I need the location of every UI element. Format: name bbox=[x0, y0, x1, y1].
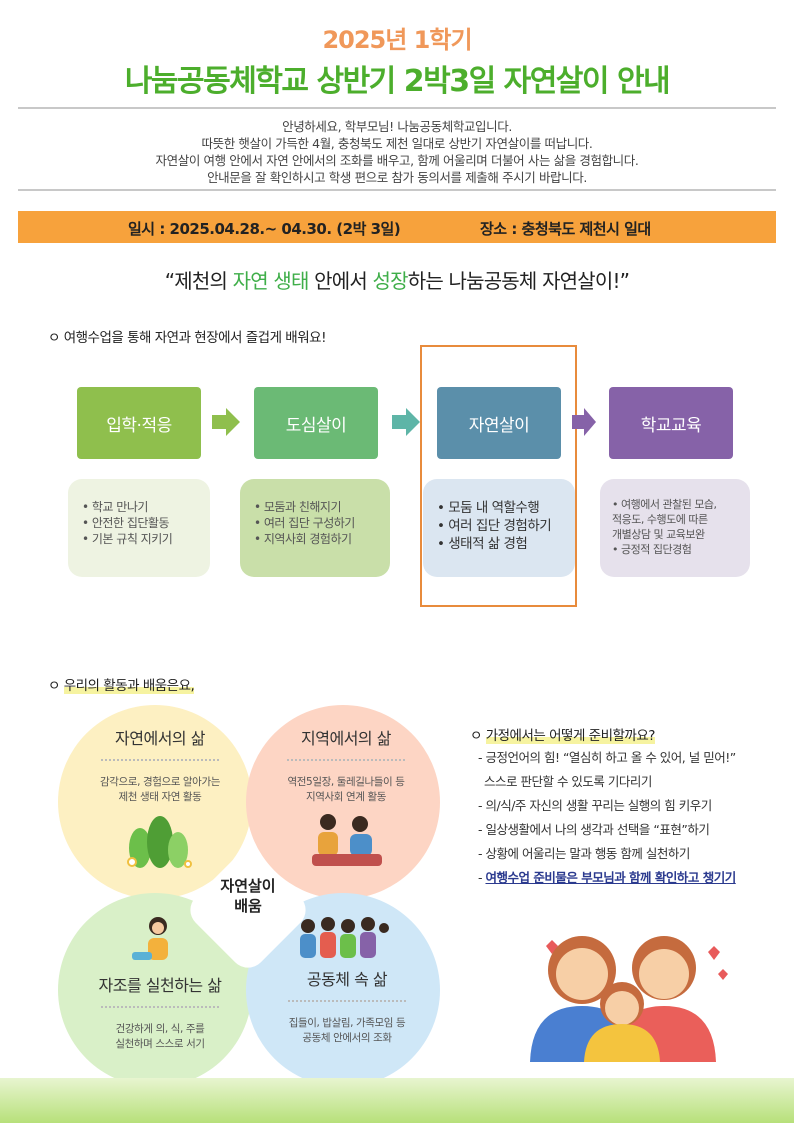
petal-desc-line: 지역사회 연계 활동 bbox=[306, 791, 386, 803]
petal-desc-line: 제천 생태 자연 활동 bbox=[118, 791, 202, 803]
card-item: • 여러 집단 경험하기 bbox=[437, 518, 552, 534]
petal-desc-line: 실천하며 스스로 서기 bbox=[115, 1038, 205, 1050]
people-market-illustration bbox=[312, 814, 382, 866]
page-title: 나눔공동체학교 상반기 2박3일 자연살이 안내 bbox=[124, 64, 671, 99]
section1-title: ㅇ 여행수업을 통해 자연과 현장에서 즐겁게 배워요! bbox=[48, 330, 326, 346]
card-item: • 지역사회 경험하기 bbox=[254, 532, 352, 546]
group-people-illustration bbox=[300, 917, 389, 958]
step-card: • 여행에서 관찰된 모습, 적응도, 수행도에 따른 개별상담 및 교육보완 … bbox=[600, 479, 750, 577]
step-nature-life: 자연살이 bbox=[437, 387, 561, 459]
card-item: • 긍정적 집단경험 bbox=[612, 543, 692, 556]
home-list-item: - bbox=[478, 870, 486, 885]
home-list-item: - 긍정언어의 힘! “열심히 하고 올 수 있어, 널 믿어!” bbox=[478, 750, 736, 765]
petal-desc-line: 감각으로, 경험으로 알아가는 bbox=[100, 776, 220, 788]
step-school-education: 학교교육 bbox=[609, 387, 733, 459]
intro-line: 자연살이 여행 안에서 자연 안에서의 조화를 배우고, 함께 어울리며 더불어… bbox=[155, 153, 639, 168]
info-bar: 일시 : 2025.04.28.~ 04.30. (2박 3일) 장소 : 충청… bbox=[18, 211, 776, 243]
card-item: • 여러 집단 구성하기 bbox=[254, 516, 355, 530]
current-step-highlight bbox=[420, 345, 577, 607]
home-list-item: 스스로 판단할 수 있도록 기다리기 bbox=[484, 774, 652, 789]
card-item: • 모둠과 친해지기 bbox=[254, 500, 342, 514]
petal-desc: 건강하게 의, 식, 주를 실천하며 스스로 서기 bbox=[84, 1022, 236, 1052]
slogan: “제천의 자연 생태 안에서 성장하는 나눔공동체 자연살이!” bbox=[0, 265, 794, 294]
petal-community-content: 공동체 속 삶 집들이, 밥살림, 가족모임 등 공동체 안에서의 조화 bbox=[272, 966, 422, 1046]
home-list: - 긍정언어의 힘! “열심히 하고 올 수 있어, 널 믿어!” 스스로 판단… bbox=[478, 746, 736, 890]
home-list-item: - 상황에 어울리는 말과 행동 함께 실천하기 bbox=[478, 846, 690, 861]
petal-desc: 감각으로, 경험으로 알아가는 제천 생태 자연 활동 bbox=[98, 775, 222, 805]
divider bbox=[18, 189, 776, 191]
card-item: • 모둠 내 역할수행 bbox=[437, 500, 540, 516]
place-info: 장소 : 충청북도 제천시 일대 bbox=[480, 220, 651, 238]
petal-title: 자조를 실천하는 삶 bbox=[98, 976, 222, 995]
card-item: • 안전한 집단활동 bbox=[82, 516, 170, 530]
home-title-text: 가정에서는 어떻게 준비할까요? bbox=[485, 728, 655, 744]
intro-line: 안녕하세요, 학부모님! 나눔공동체학교입니다. bbox=[282, 119, 512, 134]
divider bbox=[18, 107, 776, 109]
center-label-line: 자연살이 bbox=[220, 877, 276, 895]
card-item: • 기본 규칙 지키기 bbox=[82, 532, 173, 546]
slogan-text: 하는 나눔공동체 자연살이!” bbox=[407, 269, 630, 293]
home-bullet: ㅇ bbox=[470, 728, 486, 744]
petal-self-help-content: 자조를 실천하는 삶 건강하게 의, 식, 주를 실천하며 스스로 서기 bbox=[84, 972, 236, 1052]
petal-nature-content: 자연에서의 삶 감각으로, 경험으로 알아가는 제천 생태 자연 활동 bbox=[98, 725, 222, 805]
intro-text: 안녕하세요, 학부모님! 나눔공동체학교입니다. 따뜻한 햇살이 가득한 4월,… bbox=[0, 118, 794, 186]
arrow-right-icon bbox=[392, 408, 420, 436]
petal-desc-line: 집들이, 밥살림, 가족모임 등 bbox=[288, 1017, 406, 1029]
card-item: 개별상담 및 교육보완 bbox=[612, 528, 705, 541]
section2-title: ㅇ 우리의 활동과 배움은요, bbox=[48, 674, 195, 694]
dotted-divider bbox=[101, 1006, 219, 1008]
center-label-line: 배움 bbox=[234, 897, 262, 915]
arrow-right-icon bbox=[572, 408, 596, 436]
home-list-item-highlight: 여행수업 준비물은 부모님과 함께 확인하고 챙기기 bbox=[485, 870, 736, 885]
slogan-text: “제천의 bbox=[164, 269, 233, 293]
step-card: • 모둠 내 역할수행 • 여러 집단 경험하기 • 생태적 삶 경험 bbox=[423, 479, 575, 577]
slogan-text: 안에서 bbox=[308, 269, 373, 293]
petal-desc-line: 역전5일장, 둘레길나들이 등 bbox=[287, 776, 405, 788]
intro-line: 따뜻한 햇살이 가득한 4월, 충청북도 제천 일대로 상반기 자연살이를 떠납… bbox=[201, 136, 593, 151]
slogan-highlight: 자연 생태 bbox=[232, 269, 310, 293]
step-city-life: 도심살이 bbox=[254, 387, 378, 459]
petal-desc-line: 공동체 안에서의 조화 bbox=[302, 1032, 392, 1044]
center-label: 자연살이 배움 bbox=[202, 876, 294, 916]
arrow-right-icon bbox=[212, 408, 240, 436]
date-info: 일시 : 2025.04.28.~ 04.30. (2박 3일) bbox=[128, 220, 401, 238]
step-card: • 모둠과 친해지기 • 여러 집단 구성하기 • 지역사회 경험하기 bbox=[240, 479, 390, 577]
petal-desc: 역전5일장, 둘레길나들이 등 지역사회 연계 활동 bbox=[284, 775, 408, 805]
petal-nature bbox=[58, 705, 252, 899]
card-item: • 여행에서 관찰된 모습, bbox=[612, 498, 717, 511]
card-item: 적응도, 수행도에 따른 bbox=[612, 513, 708, 526]
slogan-highlight: 성장 bbox=[372, 269, 409, 293]
petal-title: 자연에서의 삶 bbox=[115, 729, 205, 748]
petal-title: 지역에서의 삶 bbox=[301, 729, 391, 748]
family-illustration bbox=[530, 936, 728, 1062]
term-label: 2025년 1학기 bbox=[322, 26, 472, 54]
home-list-item: - 의/식/주 자신의 생활 꾸리는 실행의 힘 키우기 bbox=[478, 798, 712, 813]
petal-desc: 집들이, 밥살림, 가족모임 등 공동체 안에서의 조화 bbox=[272, 1016, 422, 1046]
intro-line: 안내문을 잘 확인하시고 학생 편으로 참가 동의서를 제출해 주시기 바랍니다… bbox=[207, 170, 587, 185]
home-title: ㅇ 가정에서는 어떻게 준비할까요? bbox=[470, 724, 655, 744]
home-list-item: - 일상생활에서 나의 생각과 선택을 “표현”하기 bbox=[478, 822, 710, 837]
dotted-divider bbox=[288, 1000, 406, 1002]
card-item: • 학교 만나기 bbox=[82, 500, 148, 514]
petal-title: 공동체 속 삶 bbox=[306, 970, 388, 989]
section2-title-text: 우리의 활동과 배움은요, bbox=[63, 678, 195, 694]
dotted-divider bbox=[287, 759, 405, 761]
grass-footer bbox=[0, 1078, 794, 1123]
plant-illustration bbox=[127, 816, 192, 868]
petal-region-content: 지역에서의 삶 역전5일장, 둘레길나들이 등 지역사회 연계 활동 bbox=[284, 725, 408, 805]
washing-girl-illustration bbox=[132, 917, 168, 960]
section2-bullet: ㅇ bbox=[48, 678, 64, 694]
petal-region bbox=[246, 705, 440, 899]
dotted-divider bbox=[101, 759, 219, 761]
petal-desc-line: 건강하게 의, 식, 주를 bbox=[115, 1023, 205, 1035]
step-admission: 입학·적응 bbox=[77, 387, 201, 459]
card-item: • 생태적 삶 경험 bbox=[437, 536, 528, 552]
step-card: • 학교 만나기 • 안전한 집단활동 • 기본 규칙 지키기 bbox=[68, 479, 210, 577]
